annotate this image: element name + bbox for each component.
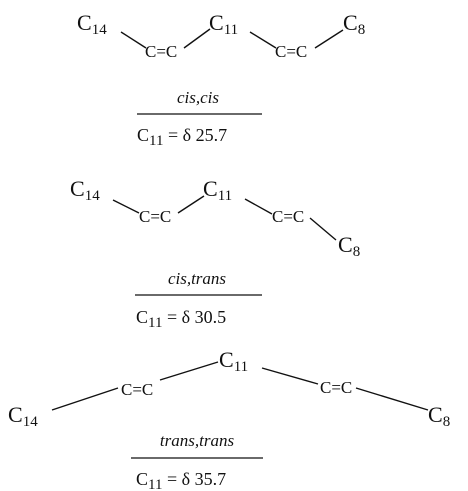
double-bond-left: C=C xyxy=(139,207,171,226)
bond-c11-alkene xyxy=(261,367,319,385)
chemical-shift: C11 = δ 35.7 xyxy=(136,469,226,491)
double-bond-left: C=C xyxy=(145,42,177,61)
atom-c14: C14 xyxy=(8,402,38,430)
double-bond-left: C=C xyxy=(121,380,153,399)
structure-cis-trans: C14 C=C C11 C=C C8 cis,trans C11 = δ 30.… xyxy=(70,176,360,331)
chemical-shift: C11 = δ 25.7 xyxy=(137,125,227,149)
bond-c14-alkene xyxy=(112,199,140,214)
atom-c14: C14 xyxy=(77,10,107,38)
atom-c11: C11 xyxy=(219,347,248,375)
atom-c11: C11 xyxy=(209,10,238,38)
bond-alkene-c8 xyxy=(355,387,429,411)
isomer-caption: trans,trans xyxy=(160,431,235,450)
isomer-caption: cis,trans xyxy=(168,269,226,288)
atom-c8: C8 xyxy=(428,402,450,430)
atom-c8: C8 xyxy=(343,10,365,38)
bond-alkene-c11 xyxy=(177,195,205,214)
bond-c14-alkene xyxy=(51,387,119,411)
bond-c11-alkene xyxy=(249,31,277,49)
atom-c8: C8 xyxy=(338,232,360,260)
double-bond-right: C=C xyxy=(320,378,352,397)
bond-alkene-c11 xyxy=(159,361,219,381)
bond-c11-alkene xyxy=(244,198,273,215)
atom-c11: C11 xyxy=(203,176,232,204)
double-bond-right: C=C xyxy=(272,207,304,226)
bond-c14-alkene xyxy=(120,31,147,49)
bond-alkene-c11 xyxy=(183,28,211,49)
bond-alkene-c8 xyxy=(314,29,344,49)
atom-c14: C14 xyxy=(70,176,100,204)
isomer-caption: cis,cis xyxy=(177,88,219,107)
chemical-shift: C11 = δ 30.5 xyxy=(136,307,226,331)
bond-alkene-c8 xyxy=(309,217,337,241)
structure-cis-cis: C14 C=C C11 C=C C8 cis,cis C11 = δ 25.7 xyxy=(77,10,365,149)
double-bond-right: C=C xyxy=(275,42,307,61)
structure-trans-trans: C14 C=C C11 C=C C8 trans,trans C11 = δ 3… xyxy=(8,347,450,491)
